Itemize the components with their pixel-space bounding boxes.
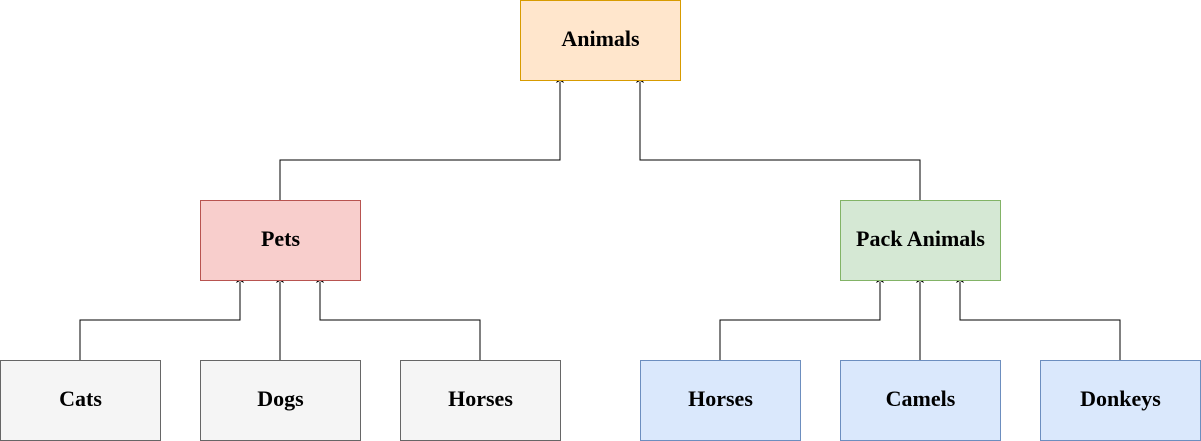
node-cats[interactable]: Cats xyxy=(0,360,161,441)
node-camels-box xyxy=(840,360,1001,441)
node-pets[interactable]: Pets xyxy=(200,200,361,281)
node-animals-box xyxy=(520,0,681,81)
node-horses-pets-box xyxy=(400,360,561,441)
node-horses-pack[interactable]: Horses xyxy=(640,360,801,441)
node-horses-pets[interactable]: Horses xyxy=(400,360,561,441)
edge-pack-animals-to-animals xyxy=(636,75,921,200)
node-cats-box xyxy=(0,360,161,441)
node-pets-label: Pets xyxy=(261,226,301,251)
edge-horses-to-pets xyxy=(316,275,481,360)
node-horses-pack-box xyxy=(640,360,801,441)
edge-horses-to-pack-animals xyxy=(719,275,884,360)
node-pets-box xyxy=(200,200,361,281)
node-dogs-label: Dogs xyxy=(257,386,304,411)
node-cats-label: Cats xyxy=(59,386,102,411)
node-pack-animals-box xyxy=(840,200,1001,281)
node-pack-animals[interactable]: Pack Animals xyxy=(840,200,1001,281)
node-donkeys-label: Donkeys xyxy=(1080,386,1161,411)
node-pack-animals-label: Pack Animals xyxy=(856,226,985,251)
node-dogs-box xyxy=(200,360,361,441)
node-horses-pets-label: Horses xyxy=(448,386,513,411)
node-animals[interactable]: Animals xyxy=(520,0,681,81)
node-donkeys[interactable]: Donkeys xyxy=(1040,360,1201,441)
node-dogs[interactable]: Dogs xyxy=(200,360,361,441)
edge-donkeys-to-pack-animals xyxy=(956,275,1121,360)
node-horses-pack-label: Horses xyxy=(688,386,753,411)
edge-pets-to-animals xyxy=(279,75,564,200)
node-camels-label: Camels xyxy=(886,386,956,411)
edges xyxy=(79,75,1121,360)
node-camels[interactable]: Camels xyxy=(840,360,1001,441)
node-animals-label: Animals xyxy=(561,26,640,51)
edge-cats-to-pets xyxy=(79,275,244,360)
